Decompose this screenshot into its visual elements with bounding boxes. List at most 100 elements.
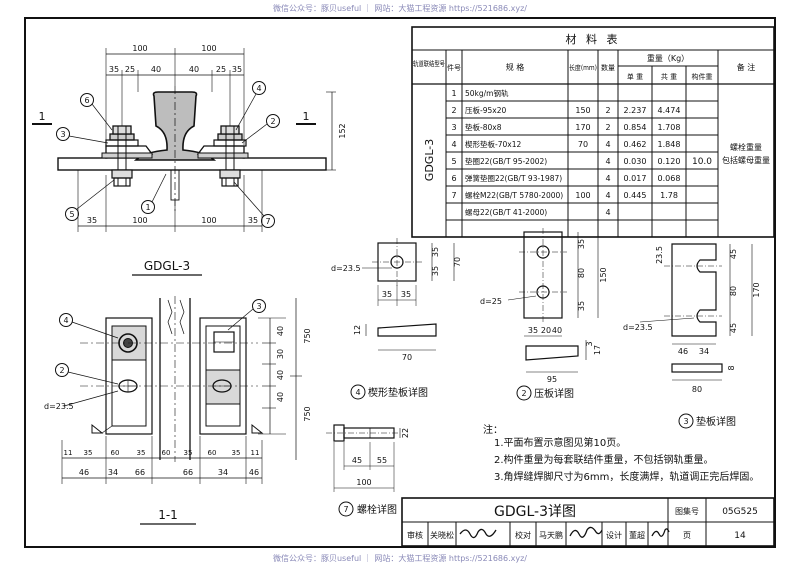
section-mark-left: 1 — [39, 110, 46, 123]
sec-hole-note: d=23.5 — [44, 402, 74, 411]
table-cell-spec: 压板-95x20 — [465, 105, 506, 115]
bolt-dia: 22 — [401, 428, 410, 438]
wedge-total-h: 70 — [453, 257, 462, 267]
callout-3: 3 — [60, 130, 65, 139]
sec-b1-7: 60 — [208, 449, 217, 457]
reviewer-name: 关晓松 — [430, 530, 454, 540]
title-block — [401, 497, 775, 547]
section-label: 1-1 — [158, 508, 178, 522]
bolt-no: 7 — [343, 505, 348, 514]
wedge-title: 楔形垫板详图 — [368, 386, 428, 399]
elevation-view — [32, 48, 336, 232]
callout-1: 1 — [145, 203, 150, 212]
notes-heading: 注： — [483, 423, 503, 436]
table-cell-unit: 0.445 — [624, 191, 647, 200]
table-cell-spec: 垫圈22(GB/T 95-2002) — [465, 156, 547, 166]
dim-top-p6: 35 — [232, 65, 242, 74]
table-cell-no: 1 — [451, 89, 456, 98]
drawing-title: GDGL-3详图 — [494, 504, 576, 520]
wedge-no: 4 — [355, 388, 360, 397]
table-cell-unit: 0.854 — [624, 123, 647, 132]
sec-total-1: 750 — [303, 328, 312, 343]
detail-pad-text: 23.5 45 80 45 170 d=23.5 46 34 8 80 3 垫板… — [623, 246, 761, 428]
table-cell-len: 150 — [575, 106, 590, 115]
sec-b2-3: 66 — [135, 468, 145, 477]
sec-callout-4: 4 — [63, 316, 68, 325]
signature-check — [459, 528, 497, 539]
dim-top-p4: 40 — [189, 65, 199, 74]
wedge-w1: 35 — [382, 290, 392, 299]
dim-bot-p4: 35 — [248, 216, 258, 225]
press-h-mid: 80 — [577, 268, 586, 278]
title-block-text: GDGL-3详图 图集号 05G525 页 14 审核 关晓松 校对 马天鹏 设… — [407, 504, 758, 541]
header-length: 长度(mm) — [569, 63, 597, 72]
sec-rdim-1: 40 — [276, 326, 285, 336]
dim-top-p1: 35 — [109, 65, 119, 74]
sec-b1-8: 35 — [232, 449, 241, 457]
table-cell-qty: 2 — [605, 106, 610, 115]
table-cell-qty: 4 — [605, 140, 610, 149]
press-t1: 3 — [585, 341, 594, 346]
pad-len: 80 — [692, 385, 702, 394]
header-type: 轨道联结型号 — [413, 59, 445, 68]
callout-7: 7 — [265, 217, 270, 226]
table-cell-spec: 楔形垫板-70x12 — [465, 139, 521, 149]
page-label: 页 — [683, 531, 691, 540]
dim-top-p3: 40 — [151, 65, 161, 74]
material-table-text: 材 料 表 轨道联结型号 件号 规 格 长度(mm) 数量 重量（Kg） 单 重… — [413, 32, 770, 217]
wedge-h1: 35 — [431, 247, 440, 257]
watermark-top: 微信公众号：豚贝useful ｜ 网站：大猫工程资源 https://52168… — [272, 4, 528, 13]
wedge-thick: 12 — [353, 325, 362, 335]
wedge-len: 70 — [402, 353, 412, 362]
pad-total-h: 170 — [752, 282, 761, 297]
table-cell-no: 6 — [451, 174, 456, 183]
press-h-top: 35 — [577, 239, 586, 249]
table-cell-len: 70 — [578, 140, 588, 149]
detail-press — [507, 228, 599, 401]
sec-b1-4: 35 — [137, 449, 146, 457]
table-cell-total: 1.78 — [660, 191, 678, 200]
note-1: 1.平面布置示意图见第10页。 — [494, 436, 626, 449]
press-title: 压板详图 — [534, 387, 574, 400]
table-cell-len: 170 — [575, 123, 590, 132]
table-cell-qty: 4 — [605, 191, 610, 200]
callout-5: 5 — [69, 210, 74, 219]
press-h-bot: 35 — [577, 301, 586, 311]
table-remark-2: 包括螺母重量 — [722, 155, 770, 165]
detail-pad — [639, 243, 753, 429]
bolt-l2: 55 — [377, 456, 387, 465]
dim-top-p2: 25 — [125, 65, 135, 74]
dim-top-p5: 25 — [216, 65, 226, 74]
sec-b2-2: 34 — [108, 468, 118, 477]
atlas-label: 图集号 — [675, 506, 699, 516]
material-table — [411, 26, 775, 238]
press-w2: 20 — [541, 326, 551, 335]
press-w3: 40 — [552, 326, 562, 335]
pad-title: 垫板详图 — [696, 415, 736, 428]
pad-w2: 34 — [699, 347, 709, 356]
table-cell-unit: 0.462 — [624, 140, 647, 149]
drawing-frame — [24, 17, 776, 548]
table-cell-total: 0.120 — [658, 157, 681, 166]
dim-height: 152 — [338, 123, 347, 138]
callout-6: 6 — [84, 96, 89, 105]
sec-b1-1: 11 — [64, 449, 73, 457]
press-hole: d=25 — [480, 297, 502, 306]
checker-name: 马天鹏 — [539, 530, 563, 540]
table-cell-total: 1.848 — [658, 140, 681, 149]
dim-top-right: 100 — [201, 44, 216, 53]
table-cell-spec: 50kg/m钢轨 — [465, 88, 509, 98]
table-cell-unit: 0.030 — [624, 157, 647, 166]
sec-b2-4: 66 — [183, 468, 193, 477]
table-cell-no: 7 — [451, 191, 456, 200]
wedge-w2: 35 — [401, 290, 411, 299]
sec-b2-5: 34 — [218, 468, 228, 477]
signature-approve — [569, 526, 603, 538]
table-cell-spec: 螺母22(GB/T 41-2000) — [465, 207, 547, 217]
press-len: 95 — [547, 375, 557, 384]
note-2: 2.构件重量为每套联结件重量，不包括钢轨重量。 — [494, 453, 714, 466]
sec-rdim-4: 40 — [276, 392, 285, 402]
elevation-text: 100 100 35 25 40 40 25 35 35 100 100 35 … — [39, 44, 347, 276]
